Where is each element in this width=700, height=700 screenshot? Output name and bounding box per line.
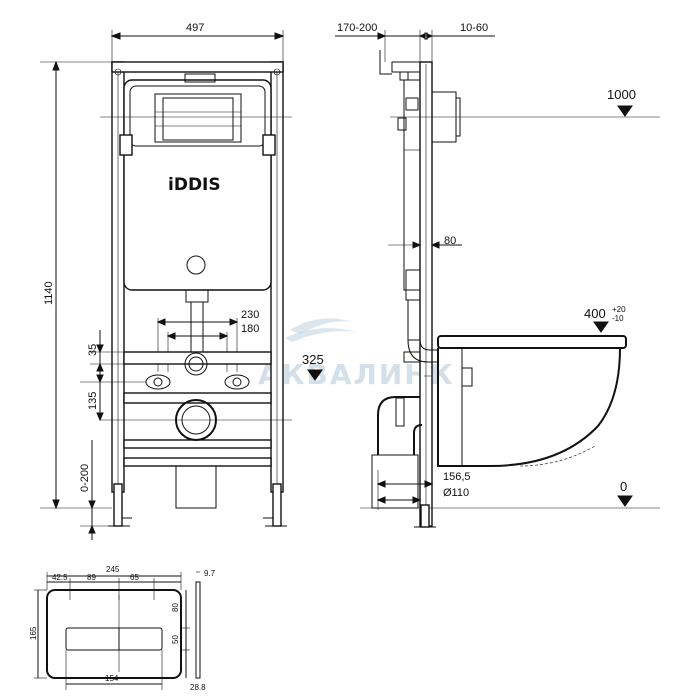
plate-height-label: 165 [29, 626, 38, 640]
plate-dim-154: 154 [105, 674, 119, 683]
brand-logo: iDDIS [168, 175, 221, 195]
front-height-label: 1140 [43, 281, 55, 305]
plate-dim-89: 89 [87, 573, 96, 582]
dim-10-60-label: 10-60 [460, 22, 488, 34]
plate-dim-28-8: 28.8 [190, 683, 206, 692]
button-plate-view: 245 42.5 89 65 165 80 50 154 9.7 28.8 [29, 565, 216, 692]
level-400-label: 400 [584, 306, 606, 321]
dim-0-200-label: 0-200 [79, 464, 91, 492]
front-width-label: 497 [186, 22, 204, 34]
plate-width-label: 245 [106, 565, 120, 574]
plate-dim-80: 80 [171, 603, 180, 612]
level-400-tol-minus: -10 [612, 314, 624, 323]
dim-d110-label: Ø110 [443, 487, 469, 499]
dim-230-label: 230 [241, 309, 259, 321]
level-400-tol-plus: +20 [612, 305, 626, 314]
plate-dim-9-7: 9.7 [204, 569, 216, 578]
dim-35-label: 35 [87, 344, 99, 356]
level-1000-label: 1000 [607, 87, 636, 102]
level-325-marker [307, 369, 323, 381]
front-view: 497 1140 iDDIS [40, 22, 324, 540]
dim-180-label: 180 [241, 323, 259, 335]
plate-dim-65: 65 [130, 573, 139, 582]
level-400-marker [593, 321, 609, 333]
dim-80-label: 80 [444, 235, 456, 247]
level-0-marker [617, 495, 633, 507]
plate-dim-50: 50 [171, 635, 180, 644]
dim-170-200-label: 170-200 [337, 22, 377, 34]
plate-dim-42-5: 42.5 [52, 573, 68, 582]
level-0-label: 0 [620, 479, 627, 494]
side-view: 170-200 10-60 1000 80 [335, 22, 660, 528]
dim-135-label: 135 [87, 392, 99, 410]
level-325-label: 325 [302, 352, 324, 367]
level-1000-marker [617, 105, 633, 117]
dim-156-5-label: 156,5 [443, 471, 471, 483]
